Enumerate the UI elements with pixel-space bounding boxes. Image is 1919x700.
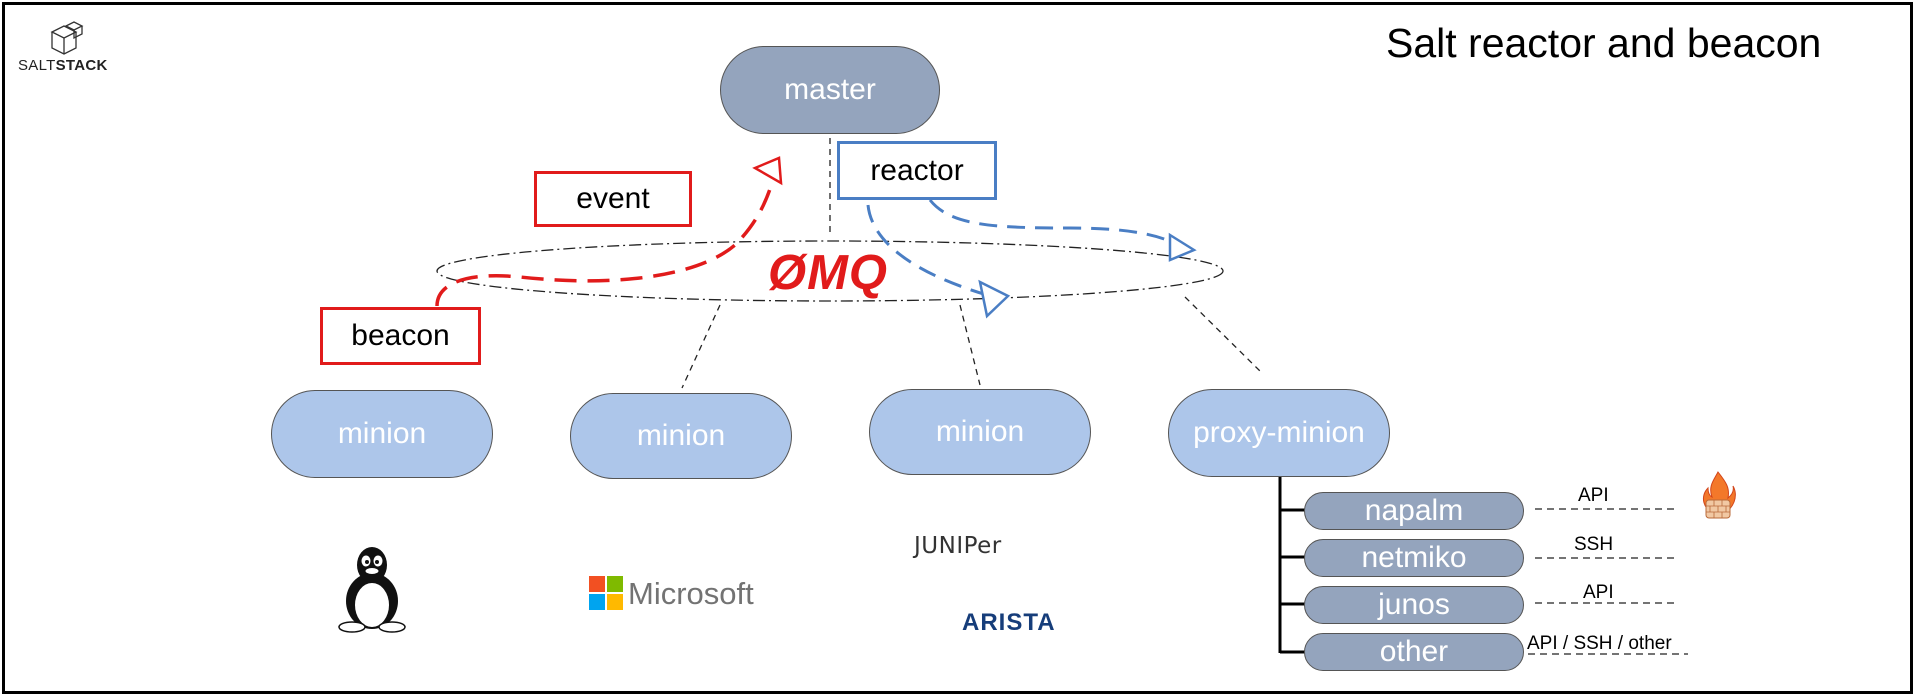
zmq-bus-ellipse bbox=[436, 240, 1224, 302]
reactor-path-to-minion bbox=[866, 204, 988, 297]
bus-minion3-connector bbox=[959, 304, 981, 386]
proxy-type-label: junos bbox=[1378, 588, 1450, 621]
event-label: event bbox=[576, 182, 650, 215]
reactor-box: reactor bbox=[837, 141, 997, 200]
reactor-arrowhead-proxy bbox=[1168, 232, 1197, 262]
linux-tux-icon bbox=[338, 547, 406, 633]
saltstack-logo-light: SALT bbox=[18, 57, 56, 74]
protocol-label-other: API / SSH / other bbox=[1527, 633, 1672, 654]
beacon-event-arrowhead bbox=[752, 156, 783, 186]
beacon-label: beacon bbox=[351, 319, 450, 352]
master-label: master bbox=[784, 73, 876, 106]
proxy-type-label: netmiko bbox=[1361, 541, 1467, 574]
minion-label: minion bbox=[935, 415, 1025, 448]
arista-logo-text: ARISTA bbox=[962, 609, 1056, 636]
bus-proxy-connector bbox=[1184, 296, 1264, 375]
proxy-type-other: other bbox=[1304, 633, 1524, 671]
saltstack-logo-text: SALTSTACK bbox=[18, 57, 108, 74]
event-box: event bbox=[534, 171, 692, 227]
protocol-label-napalm: API bbox=[1578, 485, 1609, 506]
master-node: master bbox=[720, 46, 940, 134]
diagram-title: Salt reactor and beacon bbox=[1386, 20, 1822, 66]
beacon-box: beacon bbox=[320, 307, 481, 365]
proxy-minion-label: proxy-minion bbox=[1193, 416, 1365, 449]
reactor-arrowhead-minion bbox=[978, 279, 1011, 319]
proxy-type-label: napalm bbox=[1364, 494, 1464, 527]
proxy-type-netmiko: netmiko bbox=[1304, 539, 1524, 577]
proxy-type-junos: junos bbox=[1304, 586, 1524, 624]
minion-label: minion bbox=[636, 419, 726, 452]
firewall-icon bbox=[1702, 471, 1736, 519]
proxy-type-napalm: napalm bbox=[1304, 492, 1524, 530]
beacon-event-path bbox=[435, 182, 774, 307]
proxy-type-label: other bbox=[1379, 635, 1449, 668]
bus-minion2-connector bbox=[681, 304, 721, 389]
minion-label: minion bbox=[337, 417, 427, 450]
minion-node-2: minion bbox=[570, 393, 792, 479]
microsoft-logo-text: Microsoft bbox=[628, 576, 754, 611]
proxy-minion-node: proxy-minion bbox=[1168, 389, 1390, 477]
microsoft-logo-icon bbox=[589, 576, 623, 610]
saltstack-logo-bold: STACK bbox=[55, 57, 108, 74]
protocol-label-netmiko: SSH bbox=[1574, 534, 1614, 555]
juniper-logo-text: JUNIPer bbox=[914, 533, 1002, 559]
minion-node-1: minion bbox=[271, 390, 493, 478]
saltstack-cube-icon bbox=[50, 21, 84, 55]
reactor-label: reactor bbox=[870, 153, 964, 187]
zmq-bus-label: ØMQ bbox=[768, 246, 889, 300]
minion-node-3: minion bbox=[869, 389, 1091, 475]
reactor-path-to-proxy bbox=[928, 199, 1181, 248]
protocol-label-junos: API bbox=[1583, 582, 1614, 603]
